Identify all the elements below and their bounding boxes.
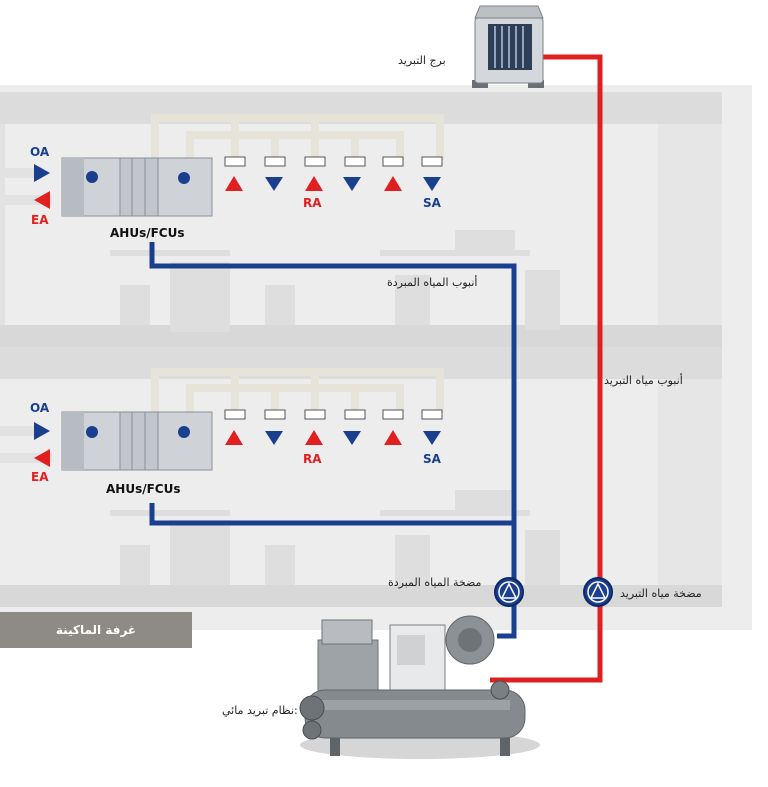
ra-label: RA <box>303 452 322 466</box>
ahu-label: AHUs/FCUs <box>106 482 181 496</box>
airflow-arrows-floor-2 <box>225 430 441 445</box>
condenser-water-pump-label: مضخة مياه التبريد <box>620 587 702 600</box>
pump-icon <box>583 577 613 607</box>
duct-network-floor-2 <box>151 368 444 412</box>
oa-ea-arrows <box>0 164 52 467</box>
cooling-tower-icon <box>472 5 544 88</box>
condenser-water-pipe-label: أنبوب مياه التبريد <box>604 374 683 387</box>
sa-label: SA <box>423 452 441 466</box>
ahu-icon <box>61 157 213 217</box>
water-chiller-label: :نظام تبريد مائي <box>222 704 298 717</box>
duct-network-floor-1 <box>151 114 444 160</box>
oa-label: OA <box>30 401 50 415</box>
airflow-arrows-floor-1 <box>225 176 441 191</box>
sa-label: SA <box>423 196 441 210</box>
water-chiller-icon <box>299 615 540 759</box>
diffusers-floor-2 <box>224 409 443 420</box>
pump-icon <box>494 577 524 607</box>
chilled-water-pipe <box>149 242 517 639</box>
diffusers-floor-1 <box>224 156 443 167</box>
oa-label: OA <box>30 145 50 159</box>
ea-label: EA <box>31 470 49 484</box>
cooling-tower-label: برج التبريد <box>398 54 446 67</box>
ra-label: RA <box>303 196 322 210</box>
chilled-water-pump-label: مضخة المياه المبردة <box>388 576 482 589</box>
machine-room-label: غرفة الماكينة <box>0 612 192 648</box>
condenser-water-pipe <box>490 54 603 683</box>
ahu-icon <box>61 411 213 471</box>
ahu-label: AHUs/FCUs <box>110 226 185 240</box>
ea-label: EA <box>31 213 49 227</box>
chilled-water-pipe-label: أنبوب المياه المبردة <box>387 276 478 289</box>
